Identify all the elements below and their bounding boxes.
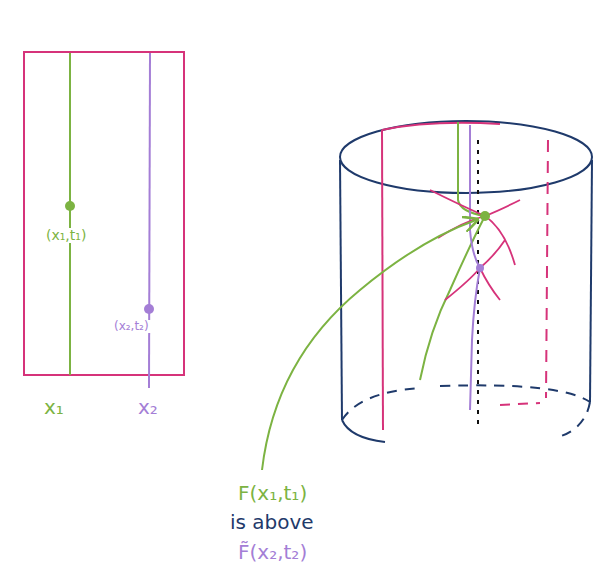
axis-label: x₂ — [136, 396, 160, 418]
fiber-line — [69, 53, 71, 375]
leader-arrow — [262, 220, 476, 470]
seam-line — [382, 123, 548, 430]
fiber-line — [149, 53, 150, 388]
axis-label: x₁ — [42, 396, 66, 418]
point — [144, 304, 154, 314]
cylinder — [340, 121, 592, 442]
curve — [420, 122, 485, 380]
point-label: (x₁,t₁) — [44, 228, 88, 243]
point-label: (x₂,t₂) — [112, 320, 151, 333]
point — [476, 264, 484, 272]
domain-rectangle — [24, 52, 184, 375]
point — [65, 201, 75, 211]
note-text: F(x₁,t₁) — [236, 482, 309, 504]
point — [480, 211, 490, 221]
note-text: is above — [228, 511, 316, 533]
curve — [430, 190, 520, 300]
note-text: F̃(x₂,t₂) — [236, 541, 309, 563]
